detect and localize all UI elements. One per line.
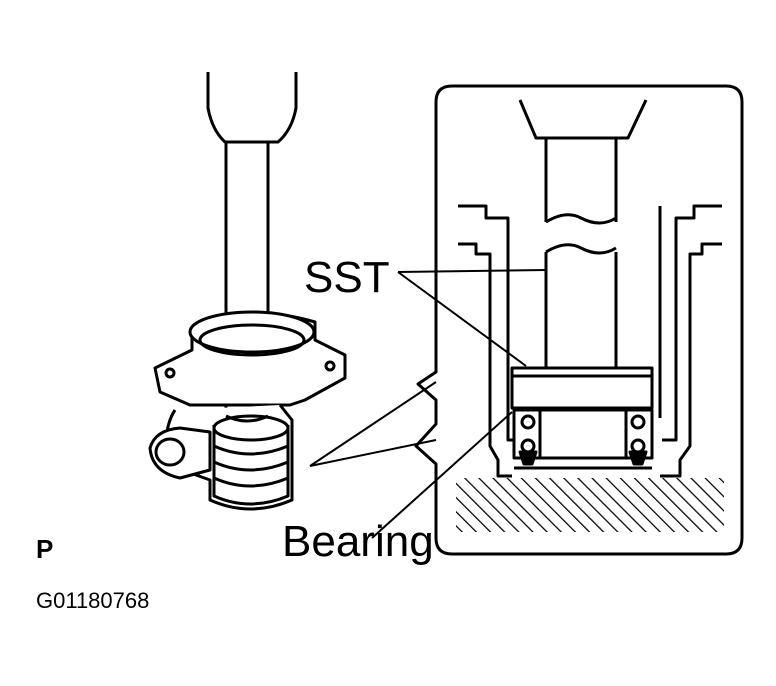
press-assembly-illustration (148, 72, 347, 511)
sst-tool (510, 366, 654, 410)
bearing-label: Bearing (282, 517, 434, 566)
leader-lines (309, 269, 547, 539)
inset-bearing (512, 408, 654, 470)
detail-inset (414, 84, 744, 556)
inset-press-ram (518, 99, 648, 368)
sst-label: SST (304, 253, 390, 302)
inset-frame (414, 84, 744, 556)
inset-housing-walls (458, 204, 722, 478)
housing-flange (153, 310, 347, 407)
figure-code: G01180768 (36, 588, 149, 613)
bearing-in-housing (212, 414, 290, 506)
view-label: P (36, 534, 53, 564)
press-ram (206, 72, 298, 144)
inset-base-hatch (456, 478, 724, 532)
